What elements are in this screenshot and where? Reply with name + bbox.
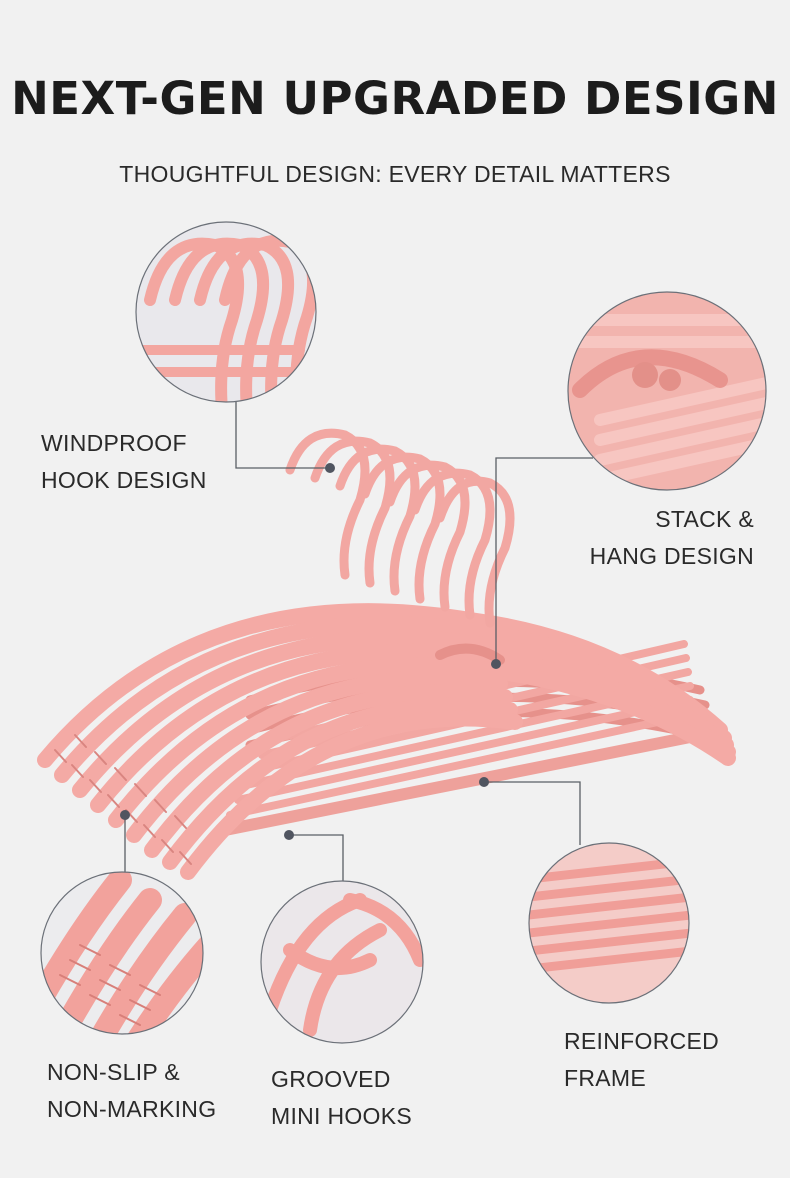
page-title: NEXT-GEN UPGRADED DESIGN [11,72,779,125]
page-subtitle: THOUGHTFUL DESIGN: EVERY DETAIL MATTERS [119,161,671,187]
detail-circle-windproof-hook [135,221,317,403]
feature-grooved-line2: MINI HOOKS [271,1103,413,1129]
feature-windproof-line1: WINDPROOF [41,430,187,456]
feature-stack-line1: STACK & [655,506,754,532]
feature-grooved-line1: GROOVED [271,1066,391,1092]
callout-lines [124,402,593,882]
feature-nonslip-line1: NON-SLIP & [47,1059,180,1085]
main-hanger-stack [37,428,736,880]
feature-label-reinforced: REINFORCED FRAME [564,1023,719,1097]
feature-label-nonslip: NON-SLIP & NON-MARKING [47,1054,216,1128]
feature-windproof-line2: HOOK DESIGN [41,467,207,493]
feature-nonslip-line2: NON-MARKING [47,1096,217,1122]
callout-dots [120,463,501,840]
detail-circle-reinforced-frame [528,842,690,1004]
feature-stack-line2: HANG DESIGN [589,543,754,569]
feature-label-windproof: WINDPROOF HOOK DESIGN [41,425,207,499]
detail-circle-non-slip [40,871,204,1035]
feature-label-stack: STACK & HANG DESIGN [590,501,754,575]
detail-circle-grooved-hooks [260,880,424,1044]
feature-reinforced-line2: FRAME [564,1065,646,1091]
feature-reinforced-line1: REINFORCED [564,1028,720,1054]
detail-circle-stack-hang [567,291,767,491]
feature-label-grooved: GROOVED MINI HOOKS [271,1061,412,1135]
